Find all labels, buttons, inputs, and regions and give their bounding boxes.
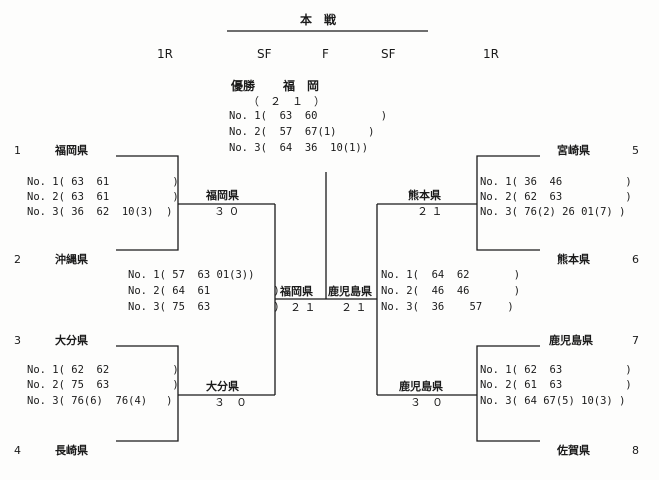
- team-name: 沖縄県: [55, 253, 88, 266]
- winner-team: 福岡県: [280, 285, 313, 298]
- score-line: No. 2( 75 63 ): [27, 379, 179, 391]
- team-name: 福岡県: [55, 144, 88, 157]
- bracket-right-m4: [476, 345, 540, 442]
- score-line: No. 1( 36 46 ): [480, 176, 632, 188]
- score-line: No. 3( 76(2) 26 01(7) ): [480, 206, 626, 218]
- bracket-left-m1: [116, 155, 179, 251]
- winner-score: ２ １: [417, 205, 443, 218]
- score-line: No. 2( 64 61 ): [128, 285, 280, 297]
- seed-number: 6: [632, 253, 639, 266]
- winner-team: 鹿児島県: [328, 285, 372, 298]
- score-line: No. 2( 46 46 ): [381, 285, 521, 297]
- team-name: 長崎県: [55, 444, 88, 457]
- round-label-right-1r: 1R: [483, 47, 499, 61]
- bracket-left-m2: [116, 345, 179, 442]
- seed-number: 1: [14, 144, 21, 157]
- score-line: No. 2( 63 61 ): [27, 191, 179, 203]
- team-name: 鹿児島県: [549, 334, 593, 347]
- score-line: No. 1( 62 63 ): [480, 364, 632, 376]
- champion-line-2: No. 2( 57 67(1) ): [229, 126, 375, 138]
- score-line: No. 2( 61 63 ): [480, 379, 632, 391]
- team-name: 宮崎県: [557, 144, 590, 157]
- round-label-left-1r: 1R: [157, 47, 173, 61]
- score-line: No. 2( 62 63 ): [480, 191, 632, 203]
- round-label-left-sf: SF: [257, 47, 272, 61]
- score-line: No. 3( 75 63 ): [128, 301, 280, 313]
- champion-team: 福 岡: [283, 79, 320, 93]
- seed-number: 8: [632, 444, 639, 457]
- champion-line-3: No. 3( 64 36 10(1)): [229, 142, 369, 154]
- seed-number: 3: [14, 334, 21, 347]
- winner-score: ３ ０: [214, 205, 240, 218]
- team-name: 熊本県: [557, 253, 590, 266]
- winner-team: 大分県: [206, 380, 239, 393]
- score-line: No. 3( 36 57 ): [381, 301, 514, 313]
- team-name: 大分県: [55, 334, 88, 347]
- score-line: No. 3( 36 62 10(3) ): [27, 206, 173, 218]
- score-line: No. 1( 62 62 ): [27, 364, 179, 376]
- score-line: No. 1( 63 61 ): [27, 176, 179, 188]
- score-line: No. 3( 76(6) 76(4) ): [27, 395, 173, 407]
- champion-score: （ ２ １ ）: [248, 95, 325, 108]
- score-line: No. 1( 57 63 01(3)): [128, 269, 255, 281]
- seed-number: 2: [14, 253, 21, 266]
- score-line: No. 3( 64 67(5) 10(3) ): [480, 395, 626, 407]
- score-line: No. 1( 64 62 ): [381, 269, 521, 281]
- round-label-right-sf: SF: [381, 47, 396, 61]
- champion-line-1: No. 1( 63 60 ): [229, 110, 388, 122]
- bracket-right-m3: [476, 155, 540, 251]
- winner-team: 熊本県: [408, 189, 441, 202]
- winner-score: ２ １: [290, 301, 316, 314]
- page-title: 本 戦: [300, 13, 337, 27]
- team-name: 佐賀県: [557, 444, 590, 457]
- winner-score: ３ ０: [410, 396, 443, 409]
- winner-score: ３ ０: [214, 396, 247, 409]
- seed-number: 7: [632, 334, 639, 347]
- winner-team: 鹿児島県: [399, 380, 443, 393]
- champion-label: 優勝: [231, 79, 256, 93]
- round-label-final: F: [322, 47, 329, 61]
- seed-number: 4: [14, 444, 21, 457]
- seed-number: 5: [632, 144, 639, 157]
- winner-team: 福岡県: [206, 189, 239, 202]
- winner-score: ２ １: [341, 301, 367, 314]
